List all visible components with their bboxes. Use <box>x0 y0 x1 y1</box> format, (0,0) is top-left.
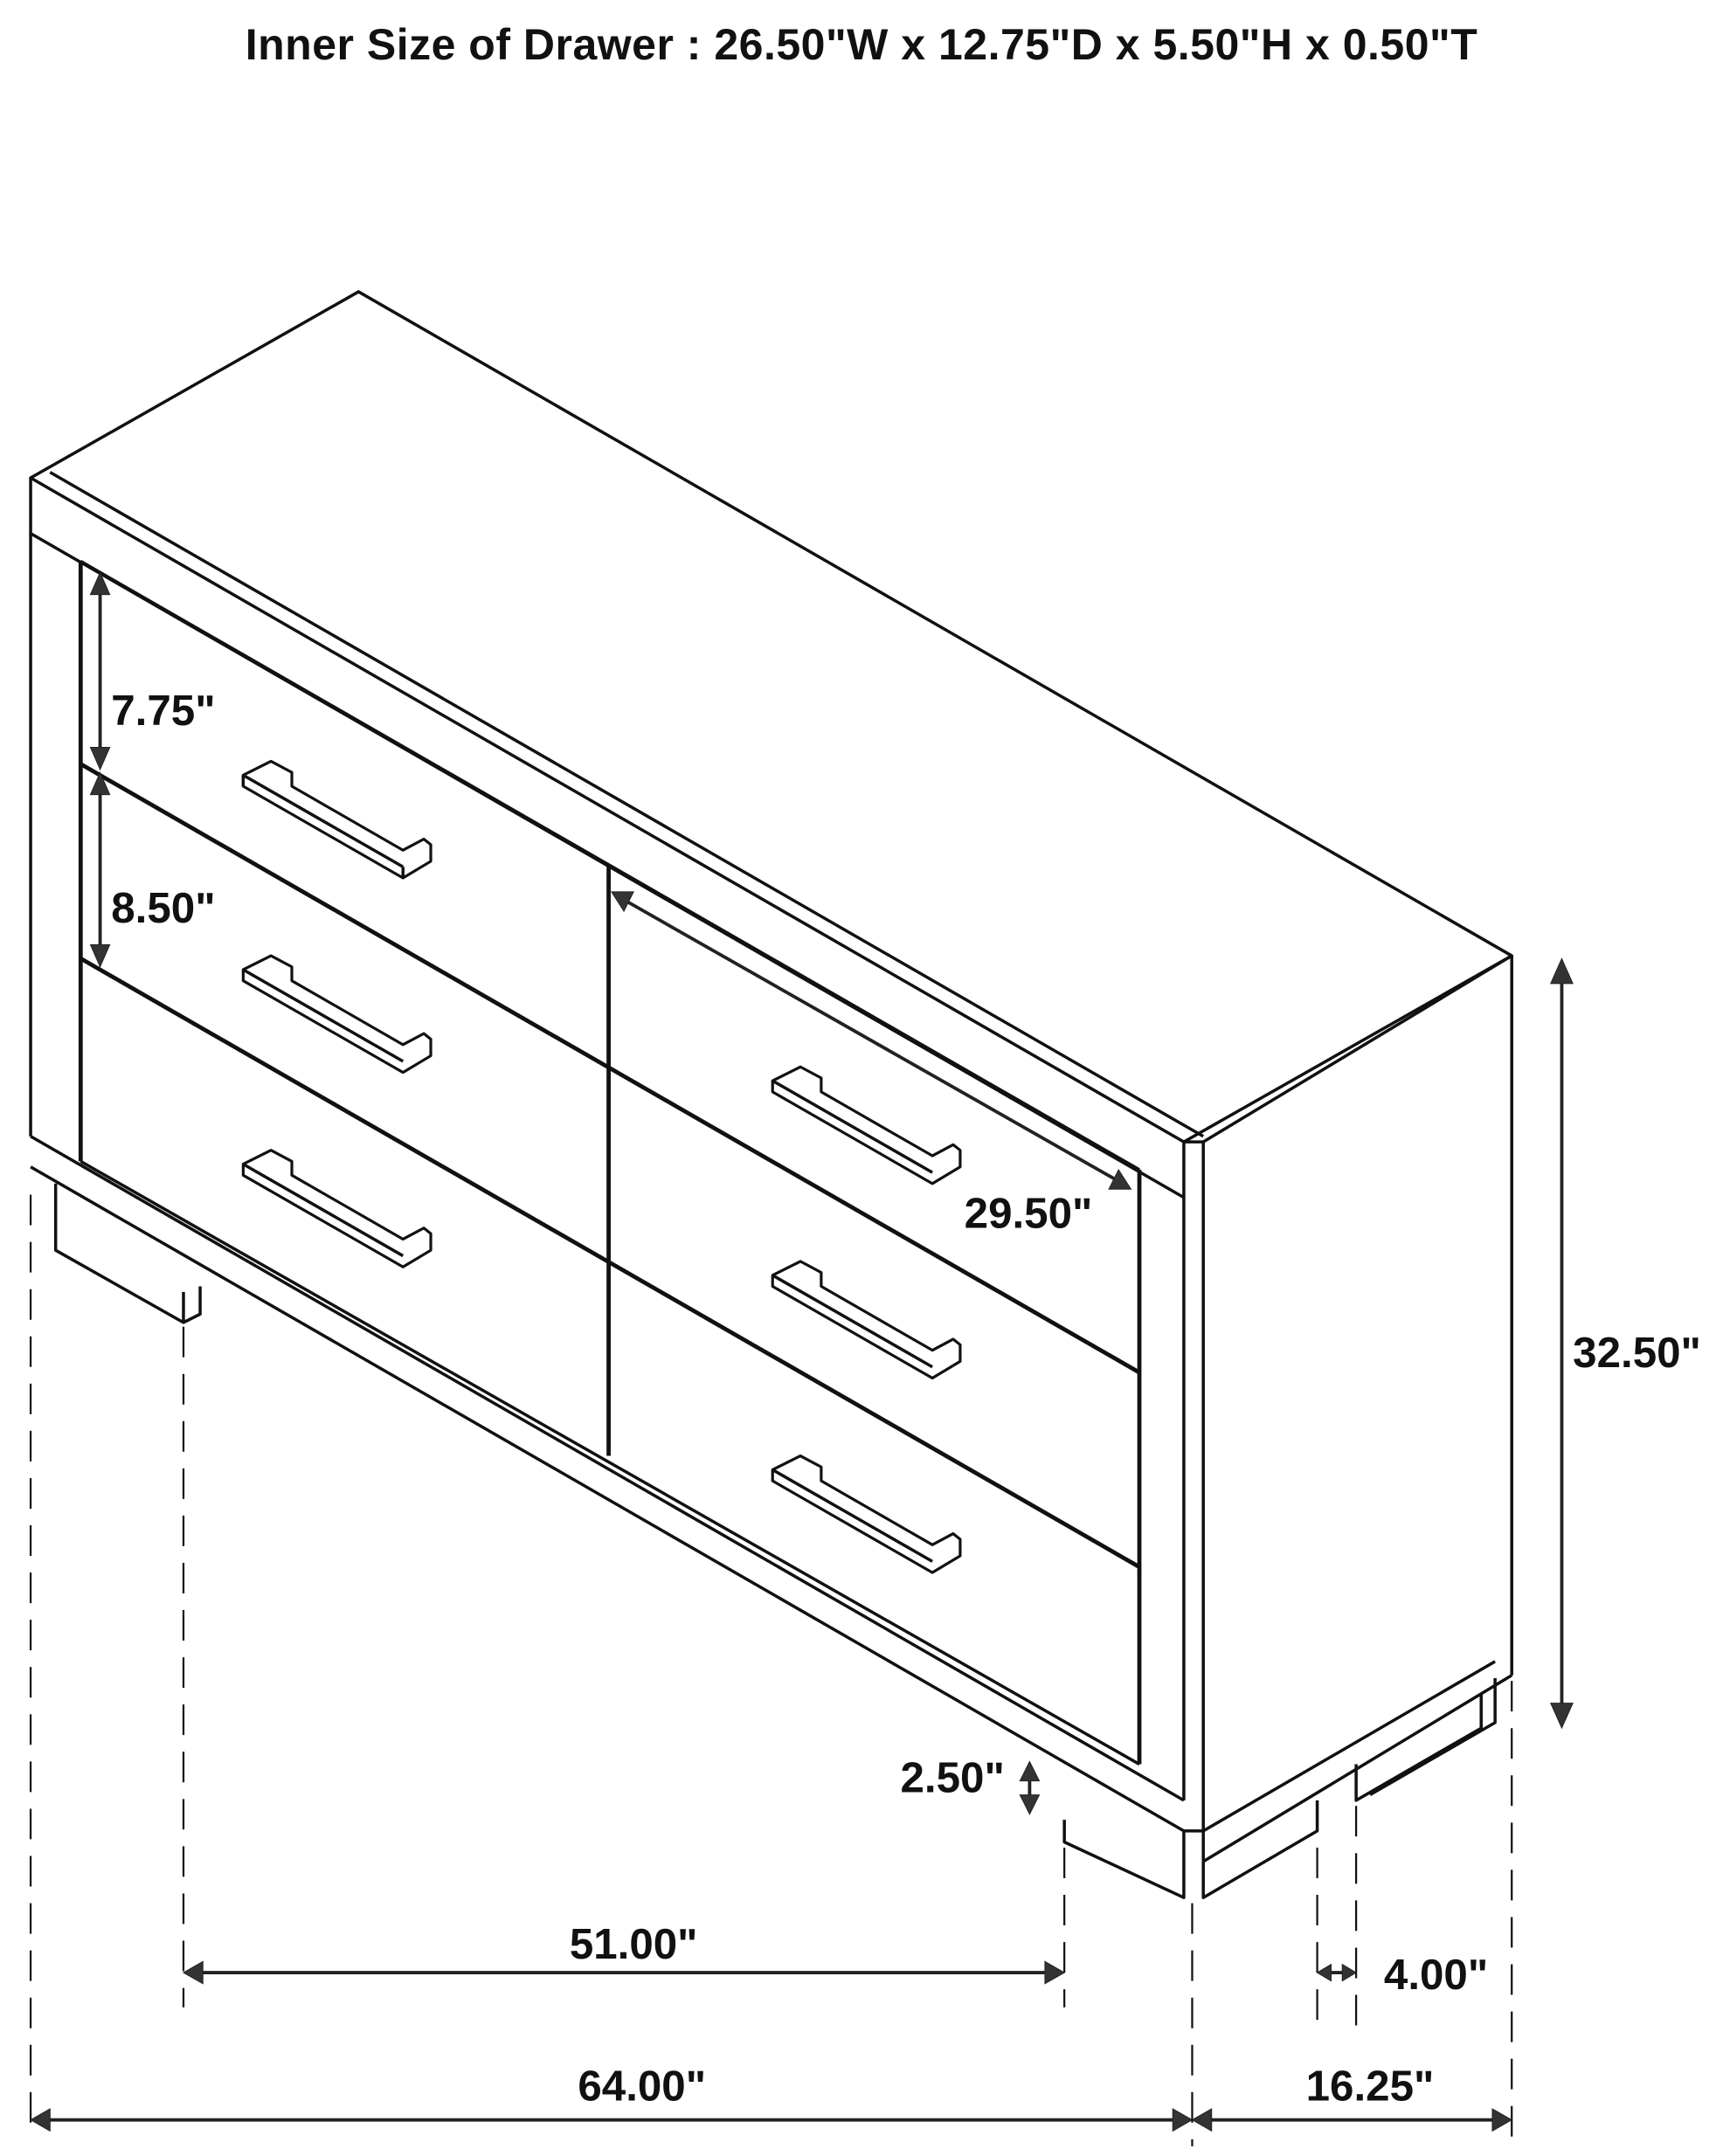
dim-overall-width: 64.00" <box>30 2062 1194 2132</box>
label-16-25: 16.25" <box>1306 2062 1435 2110</box>
dresser-legs <box>53 1183 1497 1899</box>
dim-overall-depth: 16.25" <box>1191 2062 1513 2132</box>
label-32-50: 32.50" <box>1573 1329 1701 1377</box>
label-64-00: 64.00" <box>578 2062 706 2110</box>
label-8-50: 8.50" <box>111 884 215 932</box>
dim-leg-height: 2.50" <box>901 1753 1041 1815</box>
label-29-50: 29.50" <box>965 1190 1093 1238</box>
dim-top-drawer-height: 7.75" <box>89 570 216 771</box>
label-51-00: 51.00" <box>570 1920 698 1968</box>
dim-drawer-width: 29.50" <box>610 891 1132 1238</box>
drawer-divisions <box>80 762 1141 1569</box>
dim-overall-height: 32.50" <box>1550 957 1701 1730</box>
dresser-side-panel <box>1202 954 1513 1863</box>
drawer-handles <box>241 759 962 1574</box>
extension-lines <box>29 1194 1513 2146</box>
label-4-00: 4.00" <box>1384 1951 1488 1999</box>
dim-leg-width: 4.00" <box>1316 1951 1488 1999</box>
label-7-75: 7.75" <box>111 687 215 735</box>
dim-leg-span: 51.00" <box>183 1920 1066 1985</box>
dim-middle-drawer-height: 8.50" <box>89 770 216 968</box>
dresser-top <box>29 290 1513 1199</box>
dresser-front-frame <box>29 533 1205 1862</box>
drawer-inner-size-title: Inner Size of Drawer : 26.50"W x 12.75"D… <box>245 20 1478 69</box>
label-2-50: 2.50" <box>901 1753 1005 1801</box>
